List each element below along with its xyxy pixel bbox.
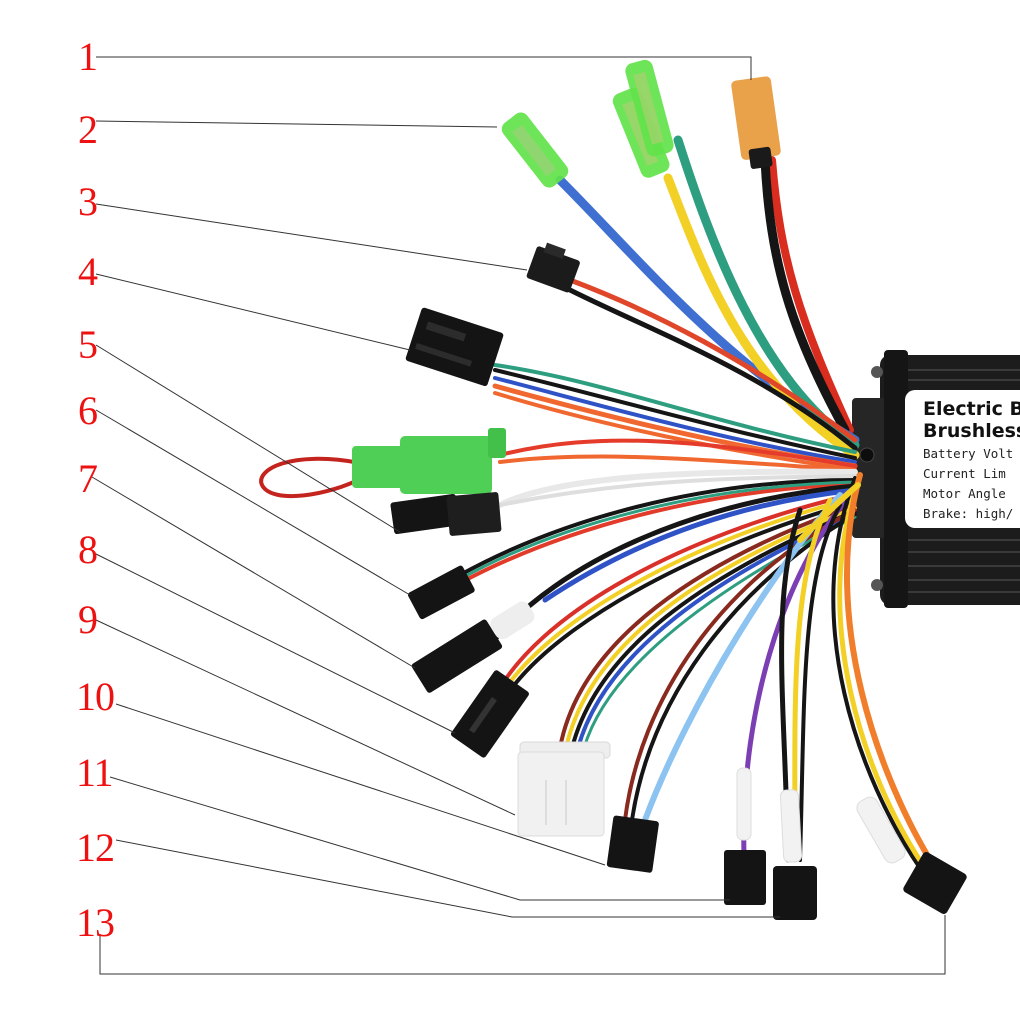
label-title-line2: Brushless — [923, 420, 1020, 442]
leader-line-4 — [95, 273, 411, 351]
leader-line-11 — [109, 776, 730, 901]
leader-line-5 — [95, 344, 401, 533]
leader-line-10 — [115, 703, 606, 866]
leader-line-2 — [95, 120, 498, 128]
leader-line-12 — [115, 839, 780, 918]
label-spec-motor-angle: Motor Angle — [923, 486, 1006, 501]
leader-line-13 — [99, 915, 946, 975]
connector-13 — [856, 796, 967, 914]
callout-number-3: 3 — [78, 179, 98, 224]
connector-9-hall — [517, 741, 611, 837]
leader-line-7 — [91, 476, 416, 669]
label-spec-current: Current Lim — [923, 466, 1006, 481]
callout-number-5: 5 — [78, 322, 98, 367]
wire-phase-yellow — [663, 173, 860, 460]
connector-1-battery — [731, 76, 781, 169]
leader-line-8 — [95, 553, 456, 734]
callout-number-11: 11 — [76, 750, 114, 795]
bullet-terminal-green — [625, 59, 674, 157]
wire-battery-black — [760, 155, 850, 435]
connector-8 — [450, 670, 529, 758]
leader-line-3 — [95, 203, 528, 271]
leader-line-9 — [95, 619, 516, 816]
connector-10 — [606, 815, 659, 873]
connector-6 — [407, 565, 475, 620]
connector-12 — [773, 789, 817, 920]
wire-phase-blue — [555, 175, 860, 445]
callout-number-12: 12 — [76, 825, 115, 870]
callout-number-7: 7 — [78, 456, 98, 501]
wire-battery-red — [768, 156, 854, 434]
callout-number-1: 1 — [78, 34, 98, 79]
connector-4 — [405, 307, 504, 387]
leader-lines — [91, 56, 946, 975]
callout-number-9: 9 — [78, 597, 98, 642]
label-title: Electric Bi Brushless — [923, 398, 1020, 442]
connector-11 — [724, 767, 766, 905]
callout-number-10: 10 — [76, 674, 115, 719]
green-loop-plug — [352, 428, 506, 494]
callout-number-4: 4 — [78, 249, 98, 294]
callout-number-2: 2 — [78, 107, 98, 152]
callout-number-6: 6 — [78, 388, 98, 433]
leader-line-1 — [96, 56, 752, 80]
callout-number-8: 8 — [78, 527, 98, 572]
label-spec-brake: Brake: high/ — [923, 506, 1014, 521]
label-spec-battery: Battery Volt — [923, 446, 1014, 461]
controller-spec-label: Electric Bi Brushless Battery Volt Curre… — [905, 390, 1020, 528]
leader-line-6 — [95, 409, 411, 596]
connector-5 — [390, 492, 502, 536]
connector-3 — [526, 242, 580, 293]
connector-2-bullet — [501, 112, 569, 188]
label-title-line1: Electric Bi — [923, 398, 1020, 420]
callout-number-13: 13 — [76, 900, 115, 945]
red-loop-wire — [259, 456, 363, 499]
connector-7 — [411, 601, 535, 693]
